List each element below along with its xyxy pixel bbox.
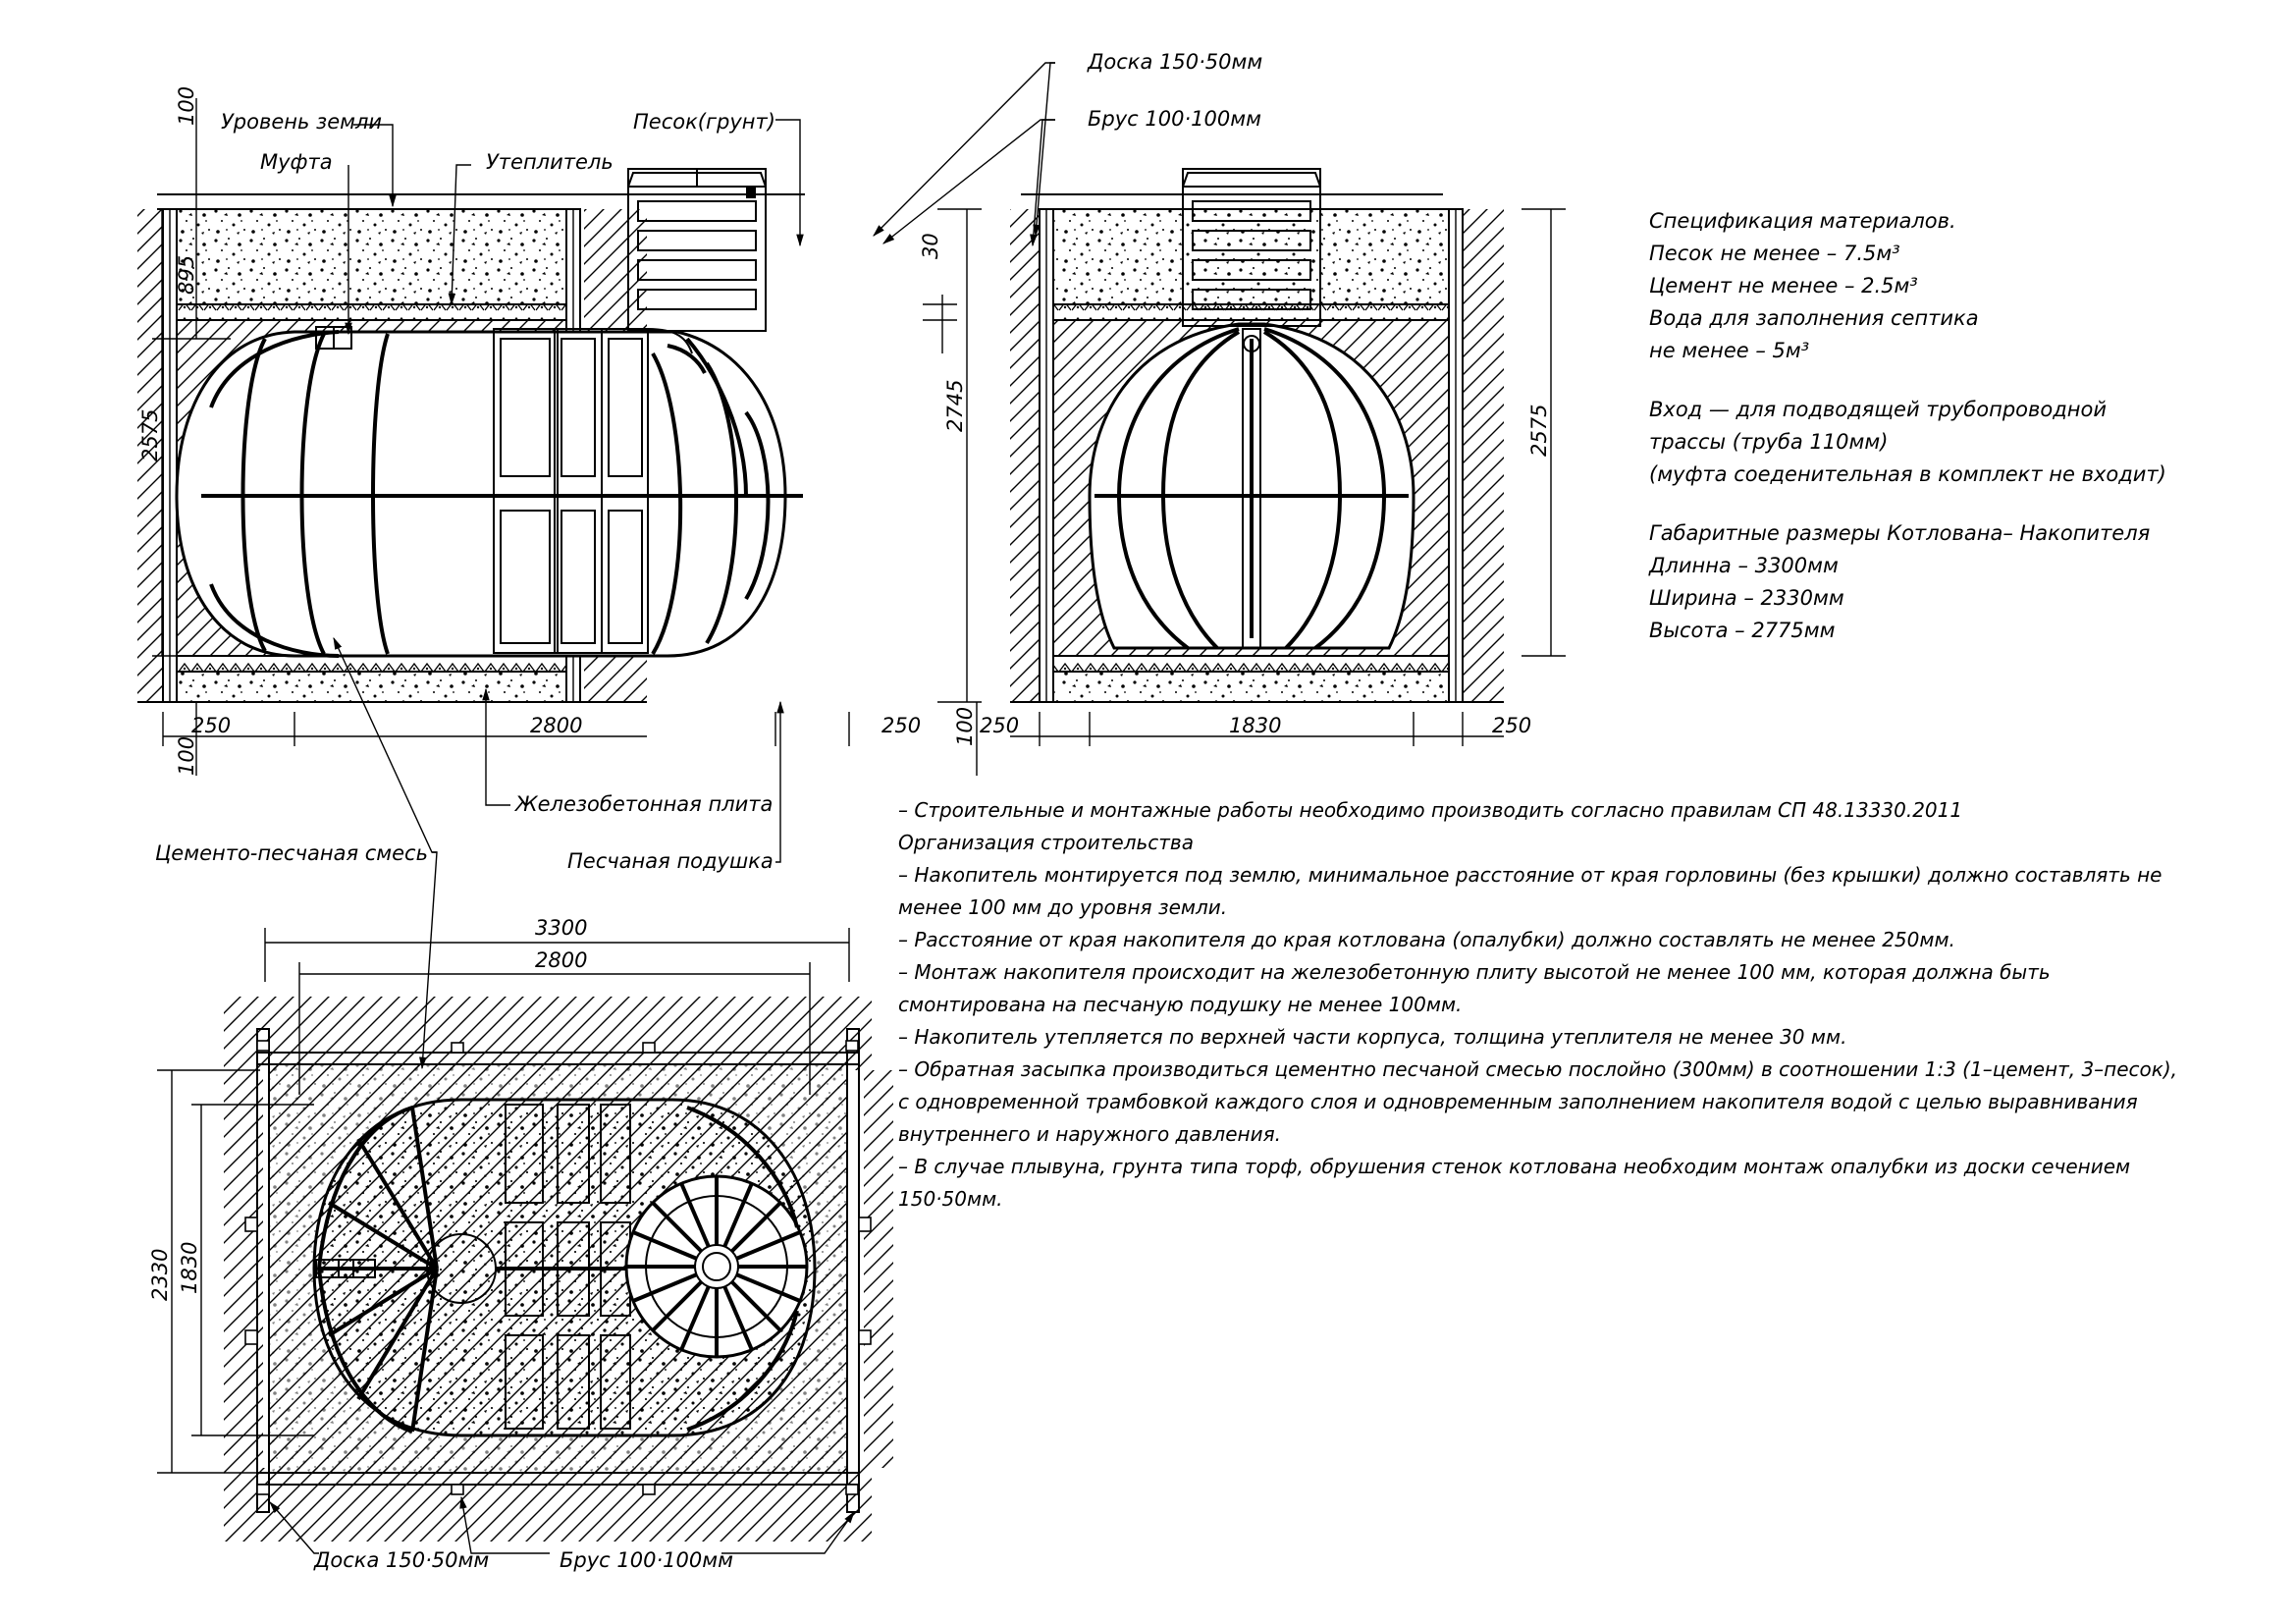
label-sand-soil: Песок(грунт) bbox=[633, 110, 775, 134]
front-sand-cushion bbox=[177, 672, 566, 702]
note-line: – Строительные и монтажные работы необхо… bbox=[898, 798, 1962, 822]
spec-height: Высота – 2775мм bbox=[1649, 619, 1836, 642]
dim-front-tank-height: 2575 bbox=[138, 409, 162, 461]
note-line: – Расстояние от края накопителя до края … bbox=[898, 928, 1955, 951]
side-tank bbox=[1088, 322, 1415, 650]
label-beam-bottom: Брус 100·100мм bbox=[560, 1548, 733, 1572]
dim-side-bottom-offset: 100 bbox=[953, 707, 977, 746]
dim-plan-pit-width: 2330 bbox=[148, 1249, 172, 1301]
dim-front-length: 2800 bbox=[530, 714, 582, 737]
side-sand-top bbox=[1053, 209, 1449, 304]
spec-inlet-2: трассы (труба 110мм) bbox=[1649, 430, 1888, 454]
spec-title: Спецификация материалов. bbox=[1649, 209, 1956, 233]
dim-front-bottom-offset: 100 bbox=[175, 736, 198, 776]
spec-sand: Песок не менее – 7.5м³ bbox=[1649, 242, 1900, 265]
plan-soil-top bbox=[224, 997, 872, 1070]
plan-soil-bottom bbox=[224, 1468, 872, 1542]
dim-front-cover-depth: 895 bbox=[175, 255, 198, 295]
note-line: внутреннего и наружного давления. bbox=[898, 1122, 1281, 1146]
side-rc-slab bbox=[1053, 656, 1449, 672]
front-sand-top bbox=[177, 209, 566, 304]
label-cement-sand-mix: Цементо-песчаная смесь bbox=[155, 841, 428, 865]
notes-block: – Строительные и монтажные работы необхо… bbox=[898, 798, 2177, 1211]
note-line: менее 100 мм до уровня земли. bbox=[898, 895, 1227, 919]
side-sand-cushion bbox=[1053, 672, 1449, 702]
note-line: – Обратная засыпка производиться цементн… bbox=[898, 1057, 2177, 1081]
note-line: 150·50мм. bbox=[898, 1187, 1003, 1211]
front-rc-slab bbox=[177, 656, 566, 672]
side-manhole bbox=[1182, 168, 1321, 327]
spec-cement: Цемент не менее – 2.5м³ bbox=[1649, 274, 1918, 298]
dim-plan-pit-length: 3300 bbox=[535, 916, 587, 940]
front-insulation bbox=[177, 304, 566, 320]
plan-soil-right bbox=[864, 1070, 893, 1468]
dim-plan-tank-width: 1830 bbox=[178, 1242, 201, 1294]
front-section-view bbox=[137, 168, 805, 703]
dim-side-tank-height: 2575 bbox=[1527, 405, 1551, 457]
label-beam-top: Брус 100·100мм bbox=[1088, 107, 1261, 131]
note-line: – Накопитель монтируется под землю, мини… bbox=[898, 863, 2162, 887]
dim-side-left-gap: 250 bbox=[980, 714, 1019, 737]
label-sand-cushion: Песчаная подушка bbox=[567, 849, 774, 873]
specification-block: Спецификация материалов. Песок не менее … bbox=[1648, 209, 2166, 642]
spec-water-2: не менее – 5м³ bbox=[1649, 339, 1809, 362]
side-soil-right bbox=[1463, 209, 1504, 702]
dim-side-width: 1830 bbox=[1229, 714, 1281, 737]
dim-front-top-offset: 100 bbox=[175, 86, 198, 126]
label-rc-slab: Железобетонная плита bbox=[513, 792, 773, 816]
label-board-top: Доска 150·50мм bbox=[1087, 50, 1262, 74]
note-line: – Накопитель утепляется по верхней части… bbox=[898, 1025, 1846, 1049]
side-section-view bbox=[1010, 168, 1504, 703]
dim-side-right-gap: 250 bbox=[1492, 714, 1531, 737]
dim-front-right-gap: 250 bbox=[881, 714, 921, 737]
note-line: с одновременной трамбовкой каждого слоя … bbox=[898, 1090, 2138, 1113]
front-soil-left bbox=[137, 209, 163, 702]
note-line: – Монтаж накопителя происходит на железо… bbox=[898, 960, 2051, 984]
spec-inlet-1: Вход — для подводящей трубопроводной bbox=[1649, 398, 2107, 421]
dim-front-left-gap: 250 bbox=[191, 714, 231, 737]
dim-plan-tank-length: 2800 bbox=[535, 948, 587, 972]
side-insulation bbox=[1053, 304, 1449, 320]
label-coupling: Муфта bbox=[260, 150, 333, 174]
note-line: смонтирована на песчаную подушку не мене… bbox=[898, 993, 1462, 1016]
spec-length: Длинна – 3300мм bbox=[1648, 554, 1839, 577]
dimension-lines bbox=[152, 98, 1566, 1474]
note-line: Организация строительства bbox=[898, 831, 1194, 854]
front-manhole bbox=[627, 168, 767, 332]
plan-view bbox=[224, 997, 893, 1542]
spec-width: Ширина – 2330мм bbox=[1649, 586, 1844, 610]
spec-water-1: Вода для заполнения септика bbox=[1649, 306, 1979, 330]
dim-front-total-height: 2745 bbox=[943, 380, 967, 432]
spec-pit-title: Габаритные размеры Котлована– Накопителя bbox=[1649, 521, 2150, 545]
side-soil-left bbox=[1010, 209, 1040, 702]
label-insulation: Утеплитель bbox=[486, 150, 614, 174]
label-board-bottom: Доска 150·50мм bbox=[313, 1548, 489, 1572]
label-ground-level: Уровень земли bbox=[221, 110, 382, 134]
dim-front-insulation: 30 bbox=[919, 233, 942, 259]
spec-inlet-3: (муфта соеденительная в комплект не вход… bbox=[1649, 462, 2166, 486]
note-line: – В случае плывуна, грунта типа торф, об… bbox=[898, 1155, 2130, 1178]
leader-lines bbox=[269, 62, 1055, 1554]
front-tank bbox=[175, 328, 803, 658]
plan-tank bbox=[312, 1098, 817, 1437]
